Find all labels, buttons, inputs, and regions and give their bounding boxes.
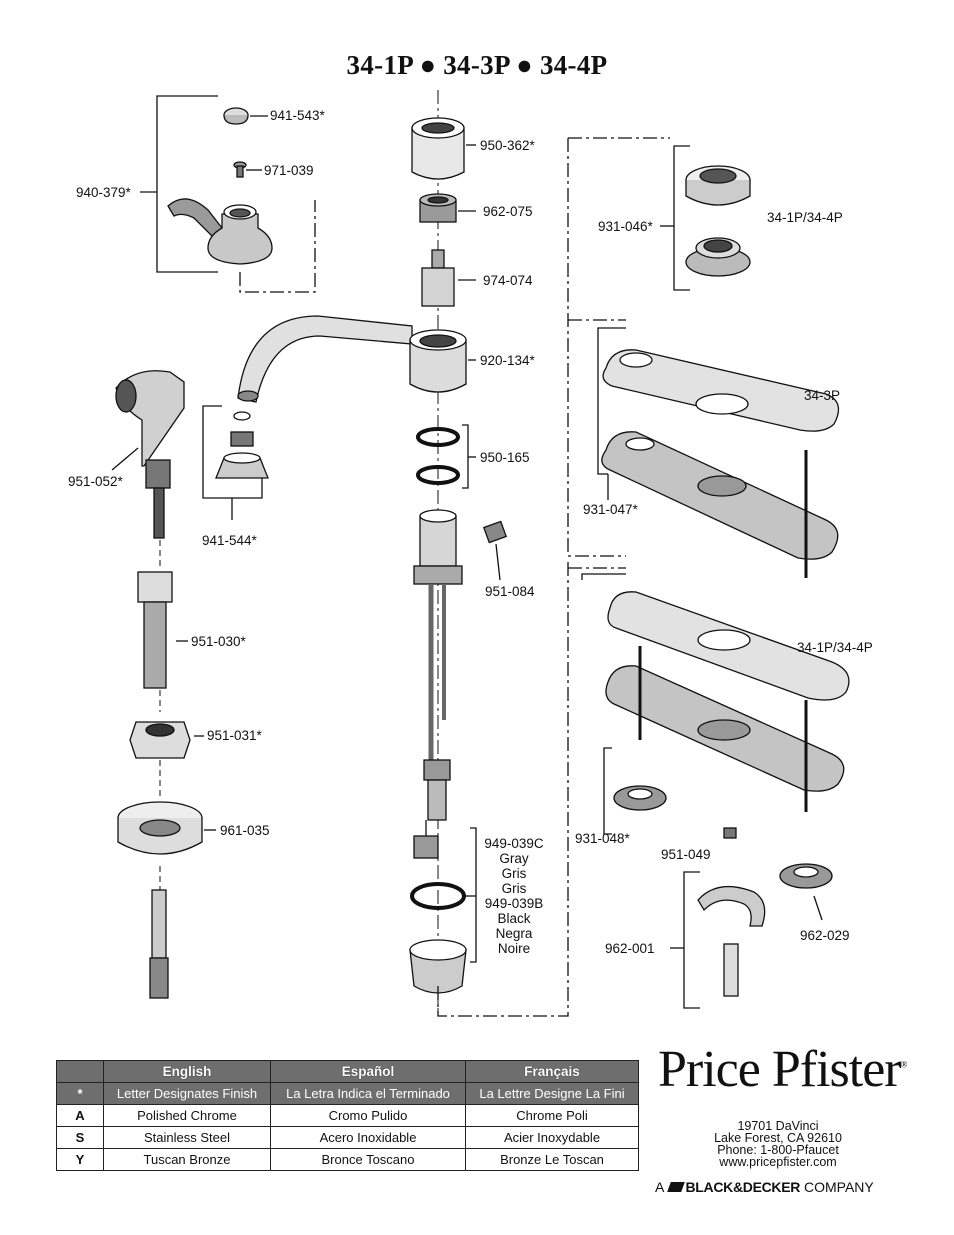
base-961-035 (117, 801, 216, 855)
brand-name: Price Pfister (658, 1041, 902, 1098)
label-974-074: 974-074 (483, 273, 533, 288)
finish-francais: Bronze Le Toscan (465, 1148, 639, 1171)
finish-francais: Acier Inoxydable (465, 1126, 639, 1149)
label-model-34-1p-34-4p-b: 34-1P/34-4P (797, 640, 873, 655)
label-950-165: 950-165 (480, 450, 530, 465)
sprayhose-line: 949-039B (484, 896, 544, 911)
company-suffix: COMPANY (803, 1179, 874, 1195)
label-951-030: 951-030* (191, 634, 246, 649)
hose-guide-949 (409, 562, 569, 1017)
label-941-544: 941-544* (202, 533, 257, 548)
nut-962-075 (419, 193, 476, 223)
sprayer-951-052 (111, 370, 185, 539)
bracket-962-001 (670, 871, 766, 1009)
parent-company: A BLACK&DECKER COMPANY (655, 1179, 874, 1195)
black-decker-hex-icon (667, 1182, 686, 1192)
cap-941-543 (223, 107, 268, 125)
header-english: English (103, 1060, 271, 1083)
address-line-1: 19701 DaVinci (737, 1119, 819, 1133)
screw-971-039 (233, 161, 262, 178)
finish-espanol: Acero Inoxidable (270, 1126, 466, 1149)
legend-key: * (56, 1082, 104, 1105)
company-name: BLACK&DECKER (685, 1179, 801, 1195)
label-931-047: 931-047* (583, 502, 638, 517)
shank-951-030 (137, 571, 188, 689)
label-951-031: 951-031* (207, 728, 262, 743)
page-title: 34-1P ● 34-3P ● 34-4P (346, 50, 608, 80)
nut-951-049 (723, 827, 737, 839)
sprayhose-line: Gris (501, 866, 527, 881)
sprayhose-line: Negra (495, 926, 533, 941)
finish-francais: Chrome Poli (465, 1104, 639, 1127)
sprayhose-line: Black (497, 911, 531, 926)
nut-951-031 (129, 721, 204, 759)
brand-logo: Price Pfister® (658, 1040, 908, 1099)
label-940-379: 940-379* (76, 185, 131, 200)
legend-english: Letter Designates Finish (103, 1082, 271, 1105)
label-931-048: 931-048* (575, 831, 630, 846)
finish-table: English Español Français * Letter Design… (56, 1060, 639, 1171)
orings-950-165 (416, 424, 476, 489)
sprayhose-label: 949-039C Gray Gris Gris 949-039B Black N… (478, 836, 550, 956)
finish-table-corner (56, 1060, 104, 1083)
sprayhose-line: 949-039C (484, 836, 544, 851)
finish-espanol: Cromo Pulido (270, 1104, 466, 1127)
company-prefix: A (655, 1179, 664, 1195)
spout-920-134 (237, 315, 476, 403)
finish-code: S (56, 1126, 104, 1149)
exploded-parts-diagram (111, 90, 850, 1017)
sprayhose-line: Gray (499, 851, 529, 866)
label-951-052: 951-052* (68, 474, 123, 489)
label-962-001: 962-001 (605, 941, 655, 956)
finish-english: Stainless Steel (103, 1126, 271, 1149)
label-931-046: 931-046* (598, 219, 653, 234)
bracket-940-379 (140, 95, 316, 293)
aerator-941-544 (202, 405, 269, 520)
label-971-039: 971-039 (264, 163, 314, 178)
sprayhose-line: Noire (497, 941, 531, 956)
label-962-075: 962-075 (483, 204, 533, 219)
label-model-34-3p: 34-3P (804, 388, 841, 403)
sprayhose-line: Gris (501, 881, 527, 896)
label-951-049: 951-049 (661, 847, 711, 862)
legend-espanol: La Letra Indica el Terminado (270, 1082, 466, 1105)
label-951-084: 951-084 (485, 584, 535, 599)
fitting-951-084 (482, 520, 508, 581)
address-line-2: Lake Forest, CA 92610 (714, 1131, 842, 1145)
label-962-029: 962-029 (800, 928, 850, 943)
header-espanol: Español (270, 1060, 466, 1083)
label-941-543: 941-543* (270, 108, 325, 123)
legend-francais: La Lettre Designe La Fini (465, 1082, 639, 1105)
label-961-035: 961-035 (220, 823, 270, 838)
cap-950-362 (411, 117, 476, 180)
finish-english: Tuscan Bronze (103, 1148, 271, 1171)
label-950-362: 950-362* (480, 138, 535, 153)
deckplate-931-048 (581, 573, 850, 835)
finish-code: A (56, 1104, 104, 1127)
header-francais: Français (465, 1060, 639, 1083)
table-row: Y Tuscan Bronze Bronce Toscano Bronze Le… (56, 1148, 639, 1171)
gasket-931-046 (660, 145, 751, 291)
finish-english: Polished Chrome (103, 1104, 271, 1127)
label-920-134: 920-134* (480, 353, 535, 368)
nut-962-029 (779, 863, 833, 921)
web-line: www.pricepfister.com (719, 1155, 837, 1169)
cartridge-974-074 (421, 249, 476, 307)
faucet-body (413, 509, 463, 859)
deckplate-931-047 (597, 327, 840, 578)
phone-line: Phone: 1-800-Pfaucet (717, 1143, 839, 1157)
table-row: A Polished Chrome Cromo Pulido Chrome Po… (56, 1104, 639, 1127)
finish-code: Y (56, 1148, 104, 1171)
finish-espanol: Bronce Toscano (270, 1148, 466, 1171)
registered-mark: ® (900, 1059, 908, 1070)
table-row: S Stainless Steel Acero Inoxidable Acier… (56, 1126, 639, 1149)
label-model-34-1p-34-4p-a: 34-1P/34-4P (767, 210, 843, 225)
lever-handle (167, 198, 273, 265)
